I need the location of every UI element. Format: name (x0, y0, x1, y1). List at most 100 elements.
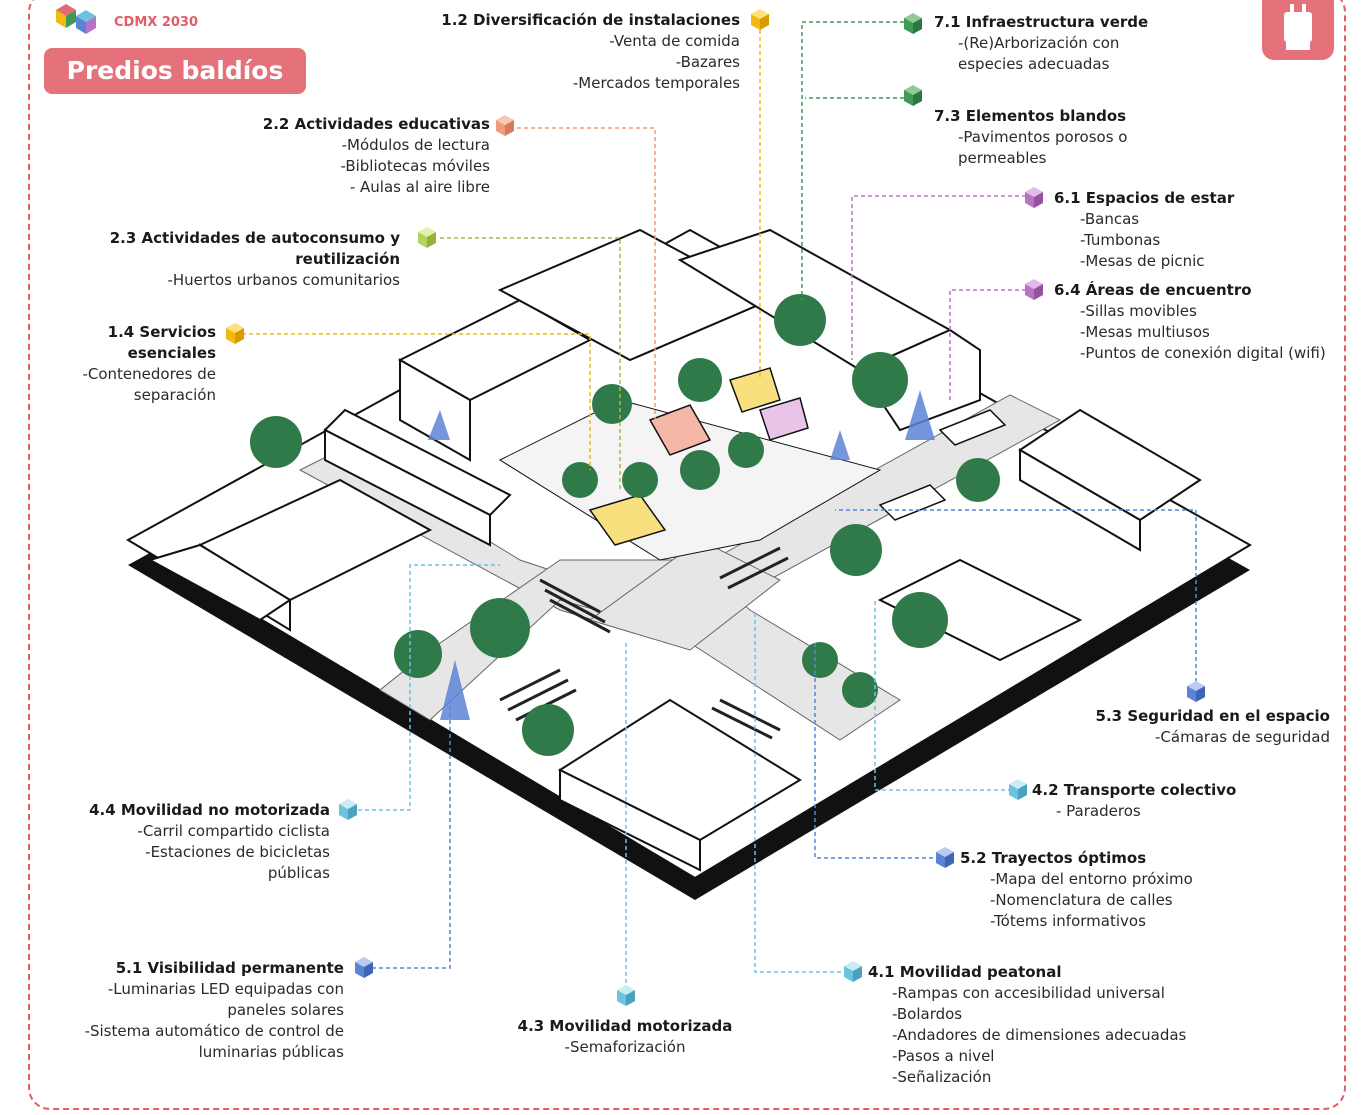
annotation-2-2: 2.2 Actividades educativas -Módulos de l… (200, 114, 490, 198)
cube-icon-5-2 (936, 847, 954, 868)
leader-7-1 (801, 21, 904, 300)
leader-1-4 (242, 333, 591, 470)
annotation-item: -Nomenclatura de calles (990, 891, 1173, 909)
annotation-item: -Rampas con accesibilidad universal (892, 984, 1165, 1002)
annotation-4-3: 4.3 Movilidad motorizada -Semaforización (480, 1016, 770, 1058)
annotation-heading: 7.1 Infraestructura verde (934, 13, 1149, 31)
annotation-7-1: 7.1 Infraestructura verde -(Re)Arborizac… (934, 12, 1174, 75)
annotation-item: -Bazares (675, 53, 740, 71)
annotation-heading: 4.3 Movilidad motorizada (517, 1017, 733, 1035)
annotation-item: - Aulas al aire libre (349, 178, 490, 196)
annotation-heading: 7.3 Elementos blandos (934, 107, 1127, 125)
cdmx-logo: CDMX 2030 (56, 4, 198, 34)
annotation-heading: 5.1 Visibilidad permanente (115, 959, 344, 977)
light-cones (428, 390, 935, 720)
annotation-5-3: 5.3 Seguridad en el espacio -Cámaras de … (1040, 706, 1330, 748)
annotation-4-1: 4.1 Movilidad peatonal -Rampas con acces… (868, 962, 1288, 1088)
leader-4-2 (874, 600, 1012, 791)
annotation-item: -Carril compartido ciclista (137, 822, 330, 840)
annotation-heading: 5.3 Seguridad en el espacio (1095, 707, 1330, 725)
category-badge-icon (1262, 0, 1334, 60)
annotation-item: -Sistema automático de control de lumina… (84, 1022, 344, 1061)
cube-icon-2-2 (496, 115, 514, 136)
annotation-heading: 2.2 Actividades educativas (262, 115, 490, 133)
cube-icon-7-3 (904, 85, 922, 106)
annotation-heading: 6.4 Áreas de encuentro (1054, 281, 1252, 299)
annotation-item: -Mercados temporales (572, 74, 740, 92)
cube-markers (226, 9, 1205, 1006)
annotation-5-2: 5.2 Trayectos óptimos -Mapa del entorno … (960, 848, 1260, 932)
annotation-item: -Mapa del entorno próximo (990, 870, 1193, 888)
annotation-heading: 2.3 Actividades de autoconsumo y reutili… (109, 229, 400, 268)
leader-6-4 (949, 289, 1026, 400)
annotation-item: -Pasos a nivel (892, 1047, 995, 1065)
annotation-item: -Venta de comida (609, 32, 740, 50)
annotation-heading: 4.1 Movilidad peatonal (868, 963, 1062, 981)
cube-icon-7-1 (904, 13, 922, 34)
cube-icon-1-2 (751, 9, 769, 30)
annotation-4-2: 4.2 Transporte colectivo - Paraderos (1032, 780, 1272, 822)
annotation-item: -Pavimentos porosos o permeables (958, 128, 1128, 167)
annotation-item: -Módulos de lectura (341, 136, 490, 154)
annotation-heading: 1.4 Servicios esenciales (107, 323, 216, 362)
annotation-1-2: 1.2 Diversificación de instalaciones -Ve… (400, 10, 740, 94)
leader-5-3 (835, 509, 1197, 682)
annotation-heading: 4.2 Transporte colectivo (1032, 781, 1237, 799)
cube-icon-5-1 (355, 957, 373, 978)
cube-icon-1-4 (226, 323, 244, 344)
svg-text:CDMX 2030: CDMX 2030 (114, 15, 198, 30)
cube-icon-6-4 (1025, 279, 1043, 300)
kiosks (588, 367, 809, 546)
annotation-item: -Andadores de dimensiones adecuadas (892, 1026, 1187, 1044)
annotation-item: -Luminarias LED equipadas con paneles so… (107, 980, 344, 1019)
annotation-7-3: 7.3 Elementos blandos -Pavimentos poroso… (934, 106, 1174, 169)
annotation-item: -Tótems informativos (990, 912, 1146, 930)
cube-icon-4-2 (1009, 779, 1027, 800)
annotation-4-4: 4.4 Movilidad no motorizada -Carril comp… (40, 800, 330, 884)
annotation-item: -Bolardos (892, 1005, 963, 1023)
annotation-item: -Mesas multiusos (1080, 323, 1210, 341)
annotation-6-1: 6.1 Espacios de estar -Bancas -Tumbonas … (1054, 188, 1314, 272)
annotation-item: -Puntos de conexión digital (wifi) (1080, 344, 1326, 362)
crosswalks (499, 546, 789, 740)
dashed-frame (28, 0, 1346, 1110)
leader-2-2 (510, 127, 656, 420)
trees (250, 294, 1000, 756)
annotation-5-1: 5.1 Visibilidad permanente -Luminarias L… (60, 958, 344, 1063)
leader-6-1 (851, 195, 1026, 360)
annotation-item: -Sillas movibles (1080, 302, 1197, 320)
annotation-item: -Huertos urbanos comunitarios (167, 271, 400, 289)
buildings (147, 228, 1202, 872)
cube-icon-4-3 (617, 985, 635, 1006)
annotation-item: -Contenedores de separación (82, 365, 216, 404)
leader-5-1 (358, 700, 451, 969)
cube-icon-4-4 (339, 799, 357, 820)
cars (878, 409, 1007, 521)
annotation-item: -Estaciones de bicicletas públicas (145, 843, 330, 882)
annotation-2-3: 2.3 Actividades de autoconsumo y reutili… (60, 228, 400, 291)
leader-2-3 (440, 237, 621, 490)
annotation-1-4: 1.4 Servicios esenciales -Contenedores d… (30, 322, 216, 406)
annotation-item: -Semaforización (564, 1038, 686, 1056)
annotation-item: -(Re)Arborización con especies adecuadas (958, 34, 1120, 73)
annotation-heading: 5.2 Trayectos óptimos (960, 849, 1147, 867)
annotation-6-4: 6.4 Áreas de encuentro -Sillas movibles … (1054, 280, 1340, 364)
annotation-item: -Señalización (892, 1068, 992, 1086)
annotation-item: -Mesas de picnic (1080, 252, 1205, 270)
annotation-item: -Tumbonas (1080, 231, 1161, 249)
leader-4-1 (754, 610, 848, 973)
annotation-heading: 1.2 Diversificación de instalaciones (441, 11, 740, 29)
annotation-item: - Paraderos (1056, 802, 1141, 820)
annotation-item: -Bibliotecas móviles (340, 157, 490, 175)
cube-icon-4-1 (844, 961, 862, 982)
cube-icon-6-1 (1025, 187, 1043, 208)
annotation-heading: 6.1 Espacios de estar (1054, 189, 1235, 207)
cube-icon-2-3 (418, 227, 436, 248)
page-title: Predios baldíos (44, 48, 306, 94)
annotation-heading: 4.4 Movilidad no motorizada (89, 801, 330, 819)
cube-icon-5-3 (1187, 681, 1205, 702)
bus (323, 408, 512, 547)
annotation-item: -Cámaras de seguridad (1155, 728, 1330, 746)
